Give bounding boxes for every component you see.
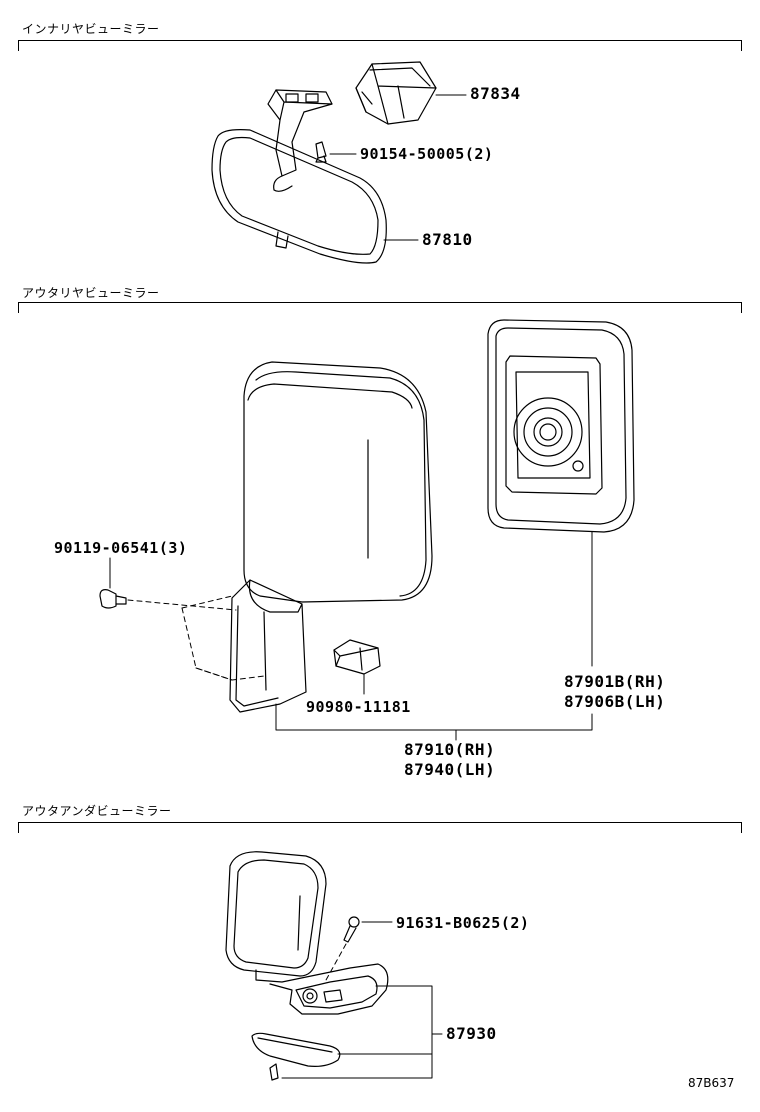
inner-mirror-screw-drawing bbox=[315, 141, 327, 163]
under-mirror-arm-drawing bbox=[255, 963, 389, 1015]
section-title-under-mirror: アウタアンダビューミラー bbox=[22, 804, 172, 818]
part-label-87834: 87834 bbox=[470, 84, 521, 103]
under-mirror-leader-lines bbox=[281, 921, 443, 1079]
outer-mirror-connector-drawing bbox=[333, 639, 381, 675]
section-bracket-outer bbox=[18, 302, 742, 313]
section-bracket-inner bbox=[18, 40, 742, 51]
diagram-code: 87B637 bbox=[688, 1076, 735, 1090]
under-mirror-screw-drawing bbox=[269, 916, 360, 1081]
part-label-87940-lh: 87940(LH) bbox=[404, 760, 496, 779]
outer-mirror-head-drawing bbox=[243, 361, 433, 603]
section-title-inner-mirror: インナリヤビューミラー bbox=[22, 22, 160, 36]
part-label-87906b-lh: 87906B(LH) bbox=[564, 692, 666, 711]
part-label-87910-rh: 87910(RH) bbox=[404, 740, 496, 759]
part-label-87930: 87930 bbox=[446, 1024, 497, 1043]
section-title-outer-mirror: アウタリヤビューミラー bbox=[22, 286, 160, 300]
part-label-91631-b0625: 91631-B0625(2) bbox=[396, 914, 530, 932]
part-label-87901b-rh: 87901B(RH) bbox=[564, 672, 666, 691]
part-label-87810: 87810 bbox=[422, 230, 473, 249]
outer-mirror-arm-drawing bbox=[229, 579, 307, 713]
inner-mirror-cover-drawing bbox=[355, 61, 437, 125]
inner-mirror-leader-lines bbox=[329, 94, 467, 241]
outer-mirror-leader-lines bbox=[109, 531, 593, 741]
outer-mirror-dashed-lines bbox=[127, 595, 265, 681]
under-mirror-dashed-lines bbox=[325, 943, 347, 981]
outer-mirror-glass-drawing bbox=[487, 319, 635, 533]
part-label-90980-11181: 90980-11181 bbox=[306, 698, 411, 716]
part-label-90119-06541: 90119-06541(3) bbox=[54, 539, 188, 557]
under-mirror-cover-drawing bbox=[251, 1032, 341, 1067]
under-mirror-head-drawing bbox=[225, 851, 327, 977]
part-label-90154-50005: 90154-50005(2) bbox=[360, 145, 494, 163]
section-bracket-under bbox=[18, 822, 742, 833]
inner-mirror-body-drawing bbox=[211, 89, 387, 264]
outer-mirror-screw-drawing bbox=[99, 589, 127, 609]
